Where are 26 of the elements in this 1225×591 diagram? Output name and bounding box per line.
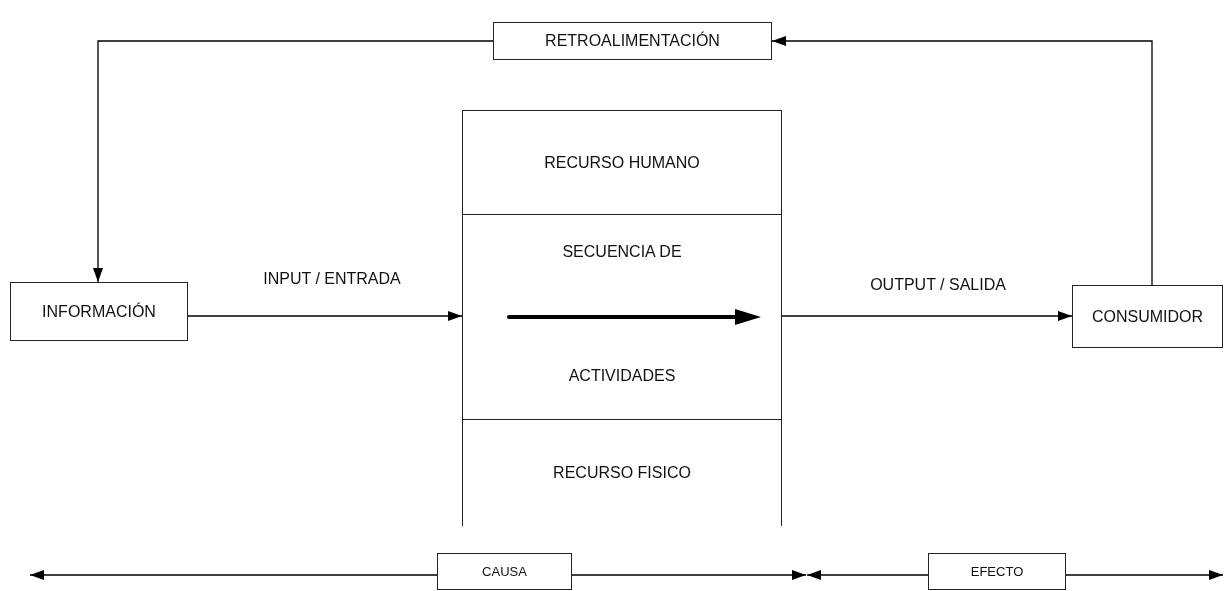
arrow <box>781 311 1073 321</box>
node-label: ACTIVIDADES <box>568 367 676 385</box>
process-box <box>1072 285 1223 348</box>
node-label: RECURSO FISICO <box>553 464 691 482</box>
arrow <box>187 311 463 321</box>
node-label: SECUENCIA DE <box>562 243 682 261</box>
node-label: CAUSA <box>482 564 527 579</box>
arrow <box>571 570 807 580</box>
process-box <box>10 282 188 341</box>
node-label: EFECTO <box>970 564 1024 579</box>
arrow <box>93 40 494 283</box>
edge-label: INPUT / ENTRADA <box>263 270 401 288</box>
arrow <box>29 570 438 580</box>
node-label: RECURSO HUMANO <box>544 153 700 172</box>
section-box <box>463 419 781 526</box>
process-box <box>462 110 782 526</box>
arrow <box>1065 570 1224 580</box>
process-box <box>928 553 1066 590</box>
node-label: RETROALIMENTACIÓN <box>545 32 720 50</box>
process-box <box>437 553 572 590</box>
edge-label: OUTPUT / SALIDA <box>870 276 1006 294</box>
process-box <box>493 22 772 60</box>
node-label: CONSUMIDOR <box>1091 307 1204 326</box>
arrow <box>771 36 1153 286</box>
arrow <box>806 570 929 580</box>
node-label: INFORMACIÓN <box>42 302 156 321</box>
